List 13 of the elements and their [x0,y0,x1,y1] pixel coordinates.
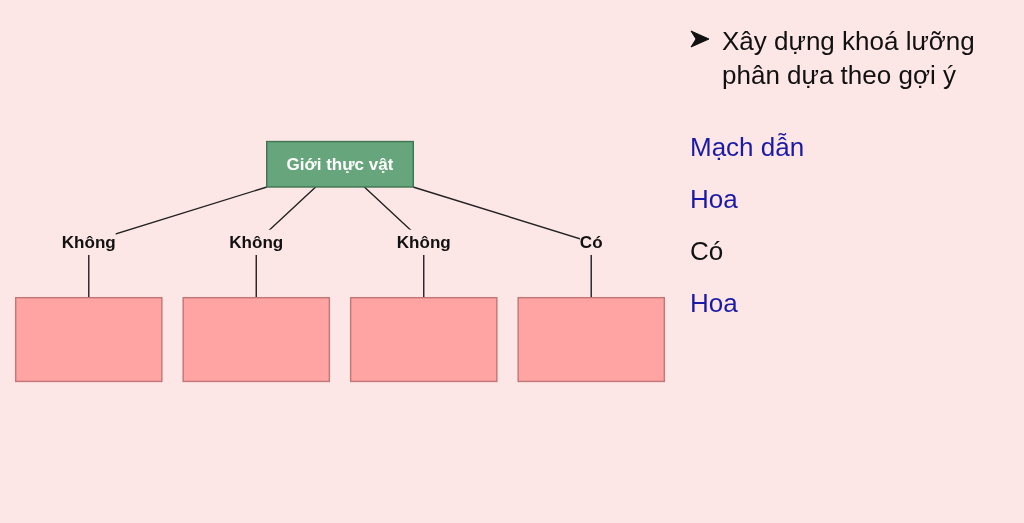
branch-label: Hoa [690,288,738,318]
empty-answer-box [349,297,498,383]
empty-answer-box [182,297,331,383]
kingdom-box: Giới thực vật [266,140,414,188]
empty-answer-box [517,297,666,383]
empty-answer-box [14,297,163,383]
branch-label: Hoa [690,184,738,214]
branch-line [412,186,592,299]
edge-label: Không [396,229,451,256]
branch-label: Có [690,236,724,266]
branch-label: Mạch dẫn [690,132,805,162]
instruction-note: Xây dựng khoá lưỡng phân dựa theo gợi ý [722,25,976,92]
edge-label: Không [229,229,284,256]
